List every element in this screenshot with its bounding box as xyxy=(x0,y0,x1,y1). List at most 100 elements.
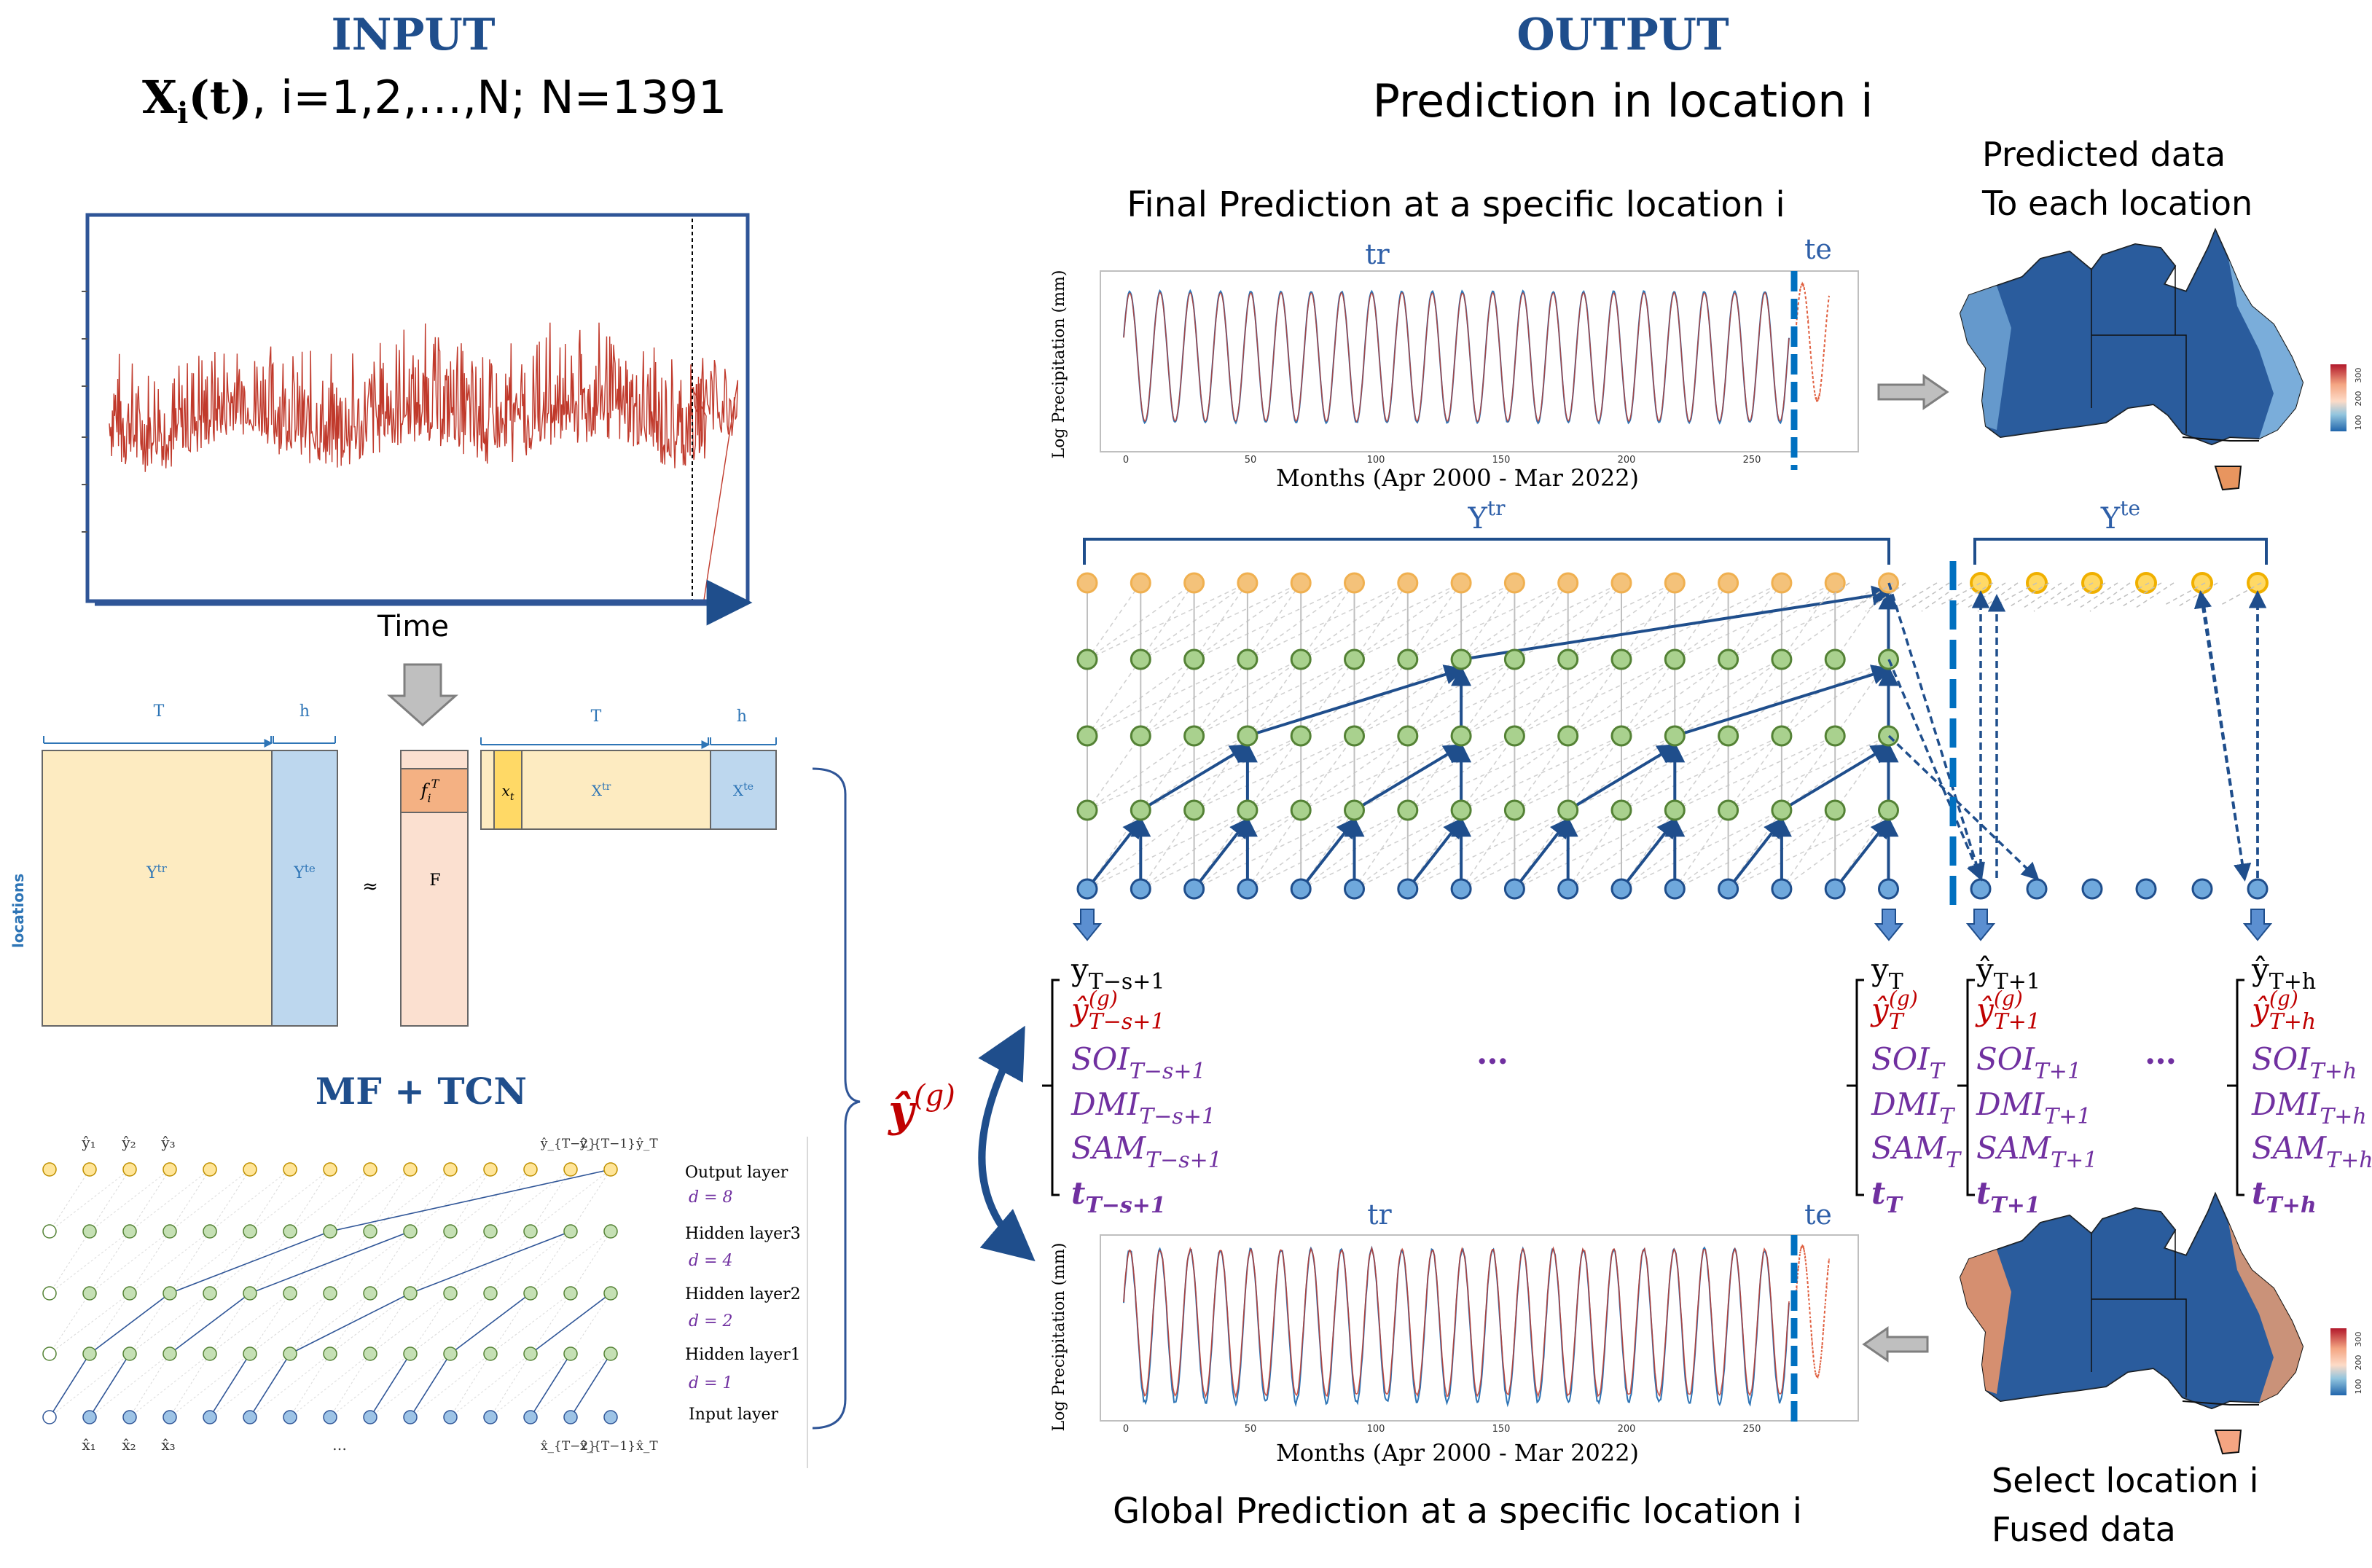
layer-output: Output layer xyxy=(685,1164,788,1182)
faint-link xyxy=(1354,810,1515,890)
active-link xyxy=(329,1167,612,1232)
faint-link xyxy=(289,1353,331,1418)
net-node xyxy=(1824,878,1846,900)
svg-text:0: 0 xyxy=(1123,455,1129,466)
future-input-node xyxy=(2247,878,2269,900)
faint-link xyxy=(1728,810,1889,890)
small-node xyxy=(363,1410,377,1424)
faint-link xyxy=(1460,582,1622,660)
active-link xyxy=(289,1293,412,1355)
small-node xyxy=(443,1410,458,1424)
east-coast xyxy=(2228,259,2303,439)
faint-link xyxy=(1247,735,1409,811)
faint-link xyxy=(570,1231,611,1294)
active-link xyxy=(1460,585,1893,661)
feature-3-2: SOIT+h xyxy=(2252,1041,2357,1084)
top-label-3: ŷ₃ xyxy=(160,1134,175,1151)
small-node xyxy=(363,1346,377,1361)
faint-link xyxy=(329,1231,411,1294)
net-node xyxy=(1290,799,1312,821)
active-link xyxy=(530,1352,571,1418)
faint-link xyxy=(169,1231,251,1294)
Ytr-bracket xyxy=(1083,538,1890,565)
feature-0-1: ŷT−s+1 xyxy=(1070,992,1165,1035)
net-node xyxy=(1718,572,1739,594)
future-input-node xyxy=(2026,878,2048,900)
input-down-arrow xyxy=(387,663,458,727)
net-node xyxy=(1237,648,1259,670)
small-node xyxy=(443,1346,458,1361)
active-link xyxy=(410,1352,451,1418)
net-node xyxy=(1397,725,1419,747)
faint-link xyxy=(1087,582,1141,660)
faint-link xyxy=(1567,810,1729,890)
mf-Ytr-block xyxy=(42,750,273,1027)
faint-link xyxy=(249,1293,291,1355)
faint-link xyxy=(49,1169,130,1232)
layer-input: Input layer xyxy=(689,1406,779,1424)
faint-link xyxy=(1354,582,1515,660)
faint-link xyxy=(530,1231,611,1294)
global-chart-observed-line xyxy=(1123,1245,1790,1408)
future-faint xyxy=(1865,582,1906,612)
map-top-legend-bar xyxy=(2330,364,2346,431)
net-node xyxy=(1130,878,1151,900)
feature-1-3: DMIT xyxy=(1871,1086,1955,1129)
svg-text:150: 150 xyxy=(1492,1424,1511,1435)
mf-Yte-block xyxy=(271,750,338,1027)
faint-link xyxy=(89,1169,171,1232)
faint-link xyxy=(369,1293,411,1355)
faint-link xyxy=(169,1353,211,1418)
future-faint xyxy=(2033,582,2075,612)
west-region xyxy=(1960,1250,2011,1394)
small-node xyxy=(483,1224,498,1239)
active-link xyxy=(249,1352,291,1418)
faint-link xyxy=(1728,735,1889,811)
small-node xyxy=(403,1346,418,1361)
faint-link xyxy=(1087,659,1248,737)
net-node xyxy=(1557,799,1579,821)
tasmania xyxy=(2214,466,2242,491)
down-block-arrow xyxy=(1965,909,1996,941)
faint-link xyxy=(490,1169,531,1232)
svg-text:100: 100 xyxy=(2354,1379,2363,1395)
faint-link xyxy=(249,1169,331,1232)
faint-link xyxy=(249,1353,331,1418)
net-node xyxy=(1183,878,1205,900)
net-node xyxy=(1397,572,1419,594)
mainland-shade xyxy=(1960,1193,2303,1408)
Ytr-label: Ytr xyxy=(1467,496,1506,536)
small-node xyxy=(122,1162,137,1177)
map-bottom-label2: Fused data xyxy=(1992,1510,2176,1549)
net-node xyxy=(1610,878,1632,900)
faint-link xyxy=(1247,582,1409,660)
small-node xyxy=(203,1410,217,1424)
faint-link xyxy=(1194,735,1355,811)
faint-link xyxy=(450,1353,491,1418)
feature-0-2: SOIT−s+1 xyxy=(1071,1041,1206,1084)
final-chart-te: te xyxy=(1804,233,1832,265)
future-dashed-link xyxy=(1887,659,1984,882)
net-node xyxy=(1771,878,1793,900)
faint-link xyxy=(1247,810,1409,890)
formula-x: X xyxy=(142,71,178,124)
faint-link xyxy=(89,1353,171,1418)
active-link xyxy=(1513,817,1571,890)
bottom-label-3: x̂₃ xyxy=(161,1436,175,1454)
south-coast xyxy=(2182,1400,2259,1406)
small-node xyxy=(82,1224,97,1239)
faint-link xyxy=(1460,735,1622,811)
faint-link xyxy=(1514,659,1675,737)
net-node xyxy=(1664,878,1686,900)
net-node xyxy=(1344,799,1365,821)
formula-sub: i xyxy=(177,96,188,130)
faint-link xyxy=(289,1353,371,1418)
faint-link xyxy=(410,1293,451,1355)
net-node xyxy=(1076,725,1098,747)
feature-3-3: DMIT+h xyxy=(2251,1086,2367,1129)
mf-approx: ≈ xyxy=(362,876,378,898)
small-node xyxy=(403,1410,418,1424)
small-node xyxy=(42,1286,57,1301)
net-node xyxy=(1610,648,1632,670)
svg-text:300: 300 xyxy=(2354,1332,2363,1347)
